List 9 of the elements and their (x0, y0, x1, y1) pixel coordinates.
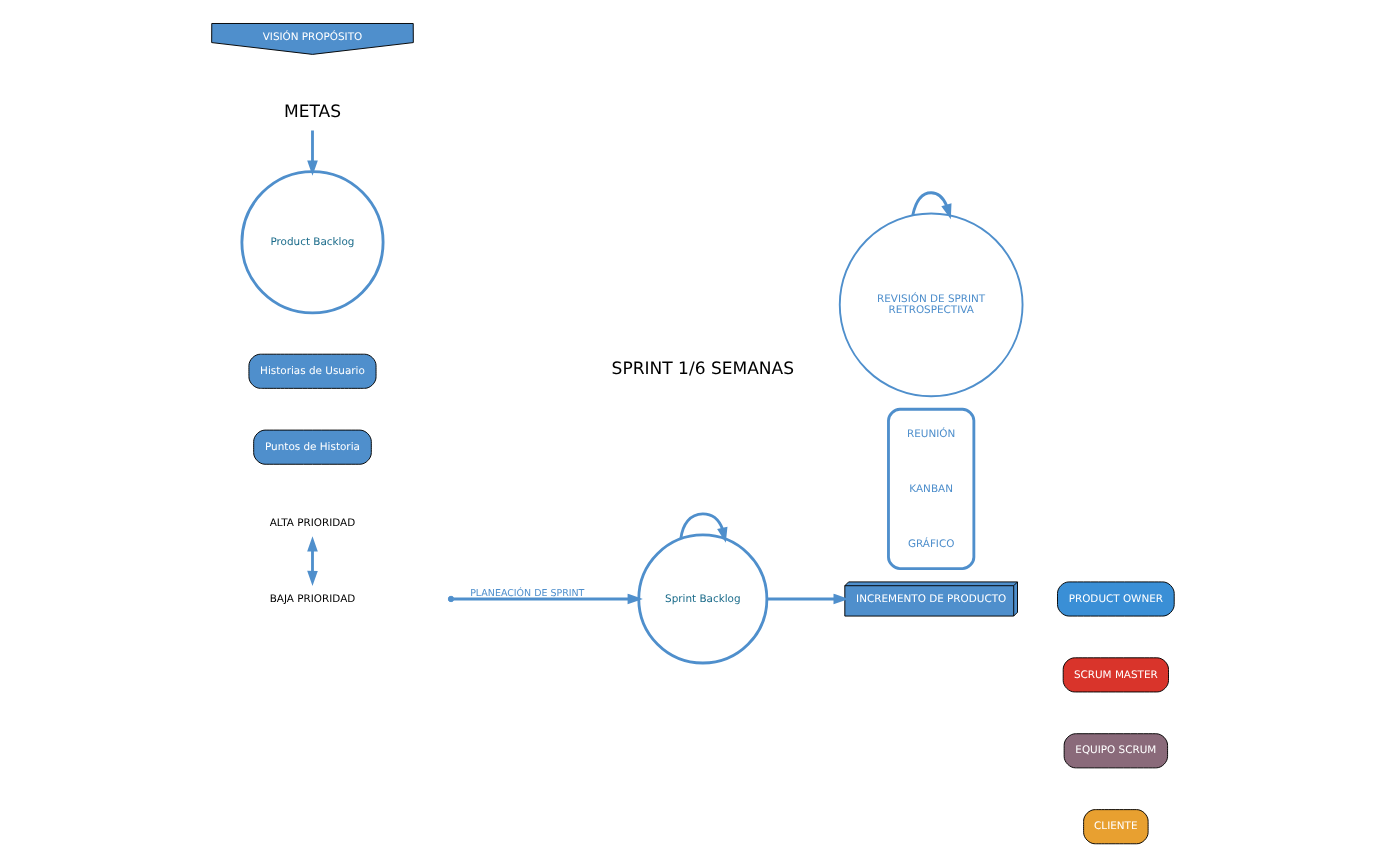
arrow (766, 593, 848, 605)
arrow (306, 130, 317, 176)
arrow (678, 512, 727, 543)
arrow (910, 191, 951, 220)
arrow (452, 593, 642, 605)
cluster (886, 407, 975, 571)
node-text: METAS (282, 103, 340, 124)
arrow (306, 536, 317, 587)
node-text: SPRINT 1/6 SEMANAS (610, 359, 794, 380)
